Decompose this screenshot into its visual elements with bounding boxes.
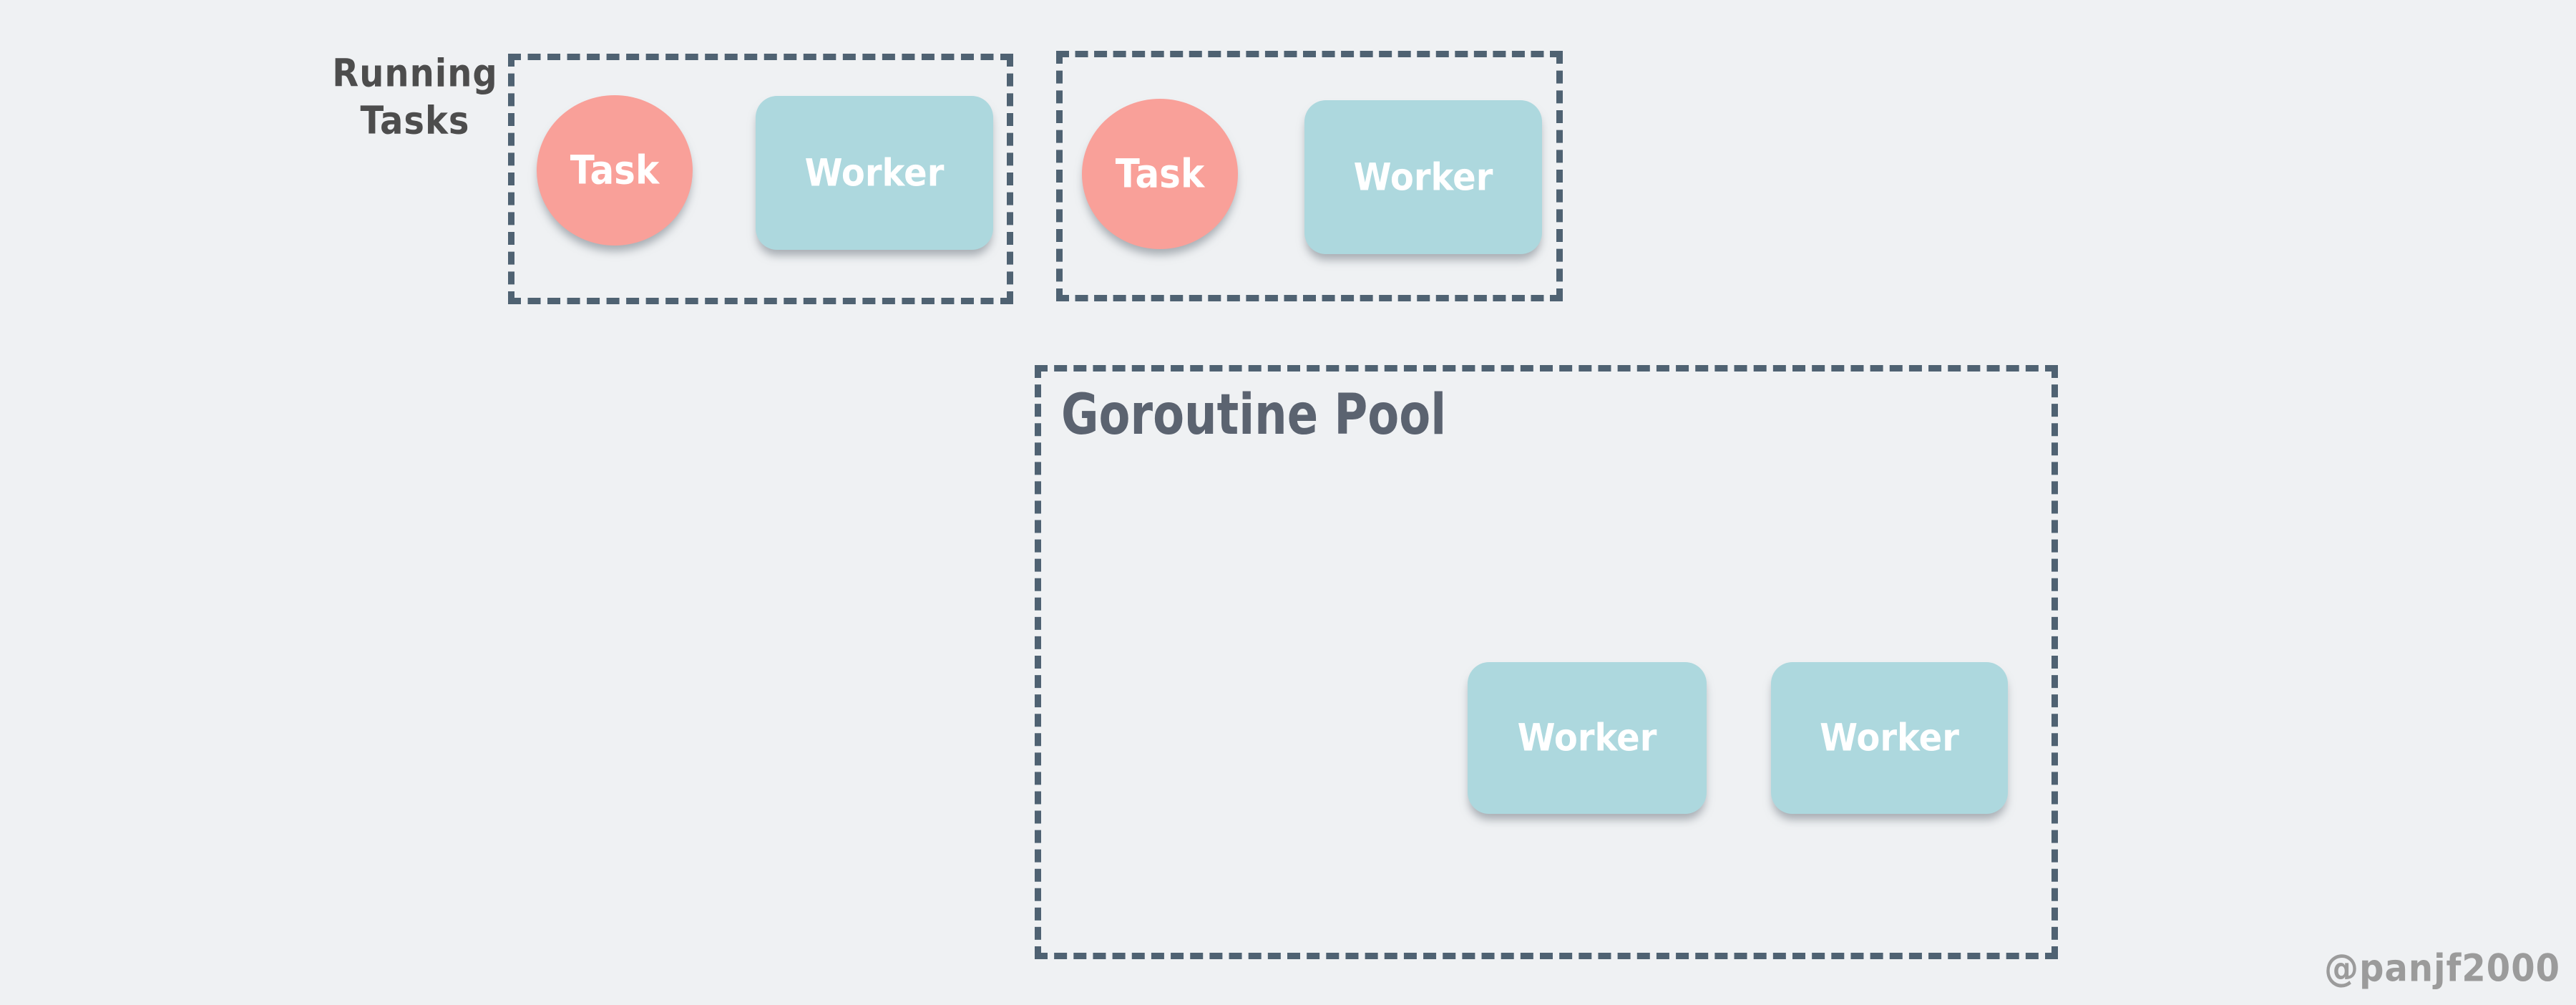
running-tasks-label: Running Tasks [308,50,522,144]
worker-box-2-label: Worker [1353,155,1493,200]
worker-box-2: Worker [1304,100,1542,254]
running-tasks-label-line2: Tasks [360,97,470,143]
task-circle-1-label: Task [570,147,660,193]
task-circle-2-label: Task [1115,151,1205,197]
task-circle-2: Task [1082,99,1238,249]
worker-box-1-label: Worker [804,150,945,195]
worker-box-1: Worker [756,96,993,250]
pool-worker-box-2-label: Worker [1820,716,1959,760]
pool-worker-box-1-label: Worker [1517,716,1657,760]
pool-worker-box-2: Worker [1771,662,2008,814]
running-task-slot-2: Task Worker [1056,51,1563,301]
author-watermark: @panjf2000 [2324,946,2560,991]
goroutine-pool-box: Goroutine Pool Worker Worker [1035,365,2058,959]
running-task-slot-1: Task Worker [508,54,1013,304]
running-tasks-label-line1: Running [332,51,498,96]
pool-worker-box-1: Worker [1468,662,1707,814]
task-circle-1: Task [537,95,693,246]
goroutine-pool-title: Goroutine Pool [1061,383,1447,448]
